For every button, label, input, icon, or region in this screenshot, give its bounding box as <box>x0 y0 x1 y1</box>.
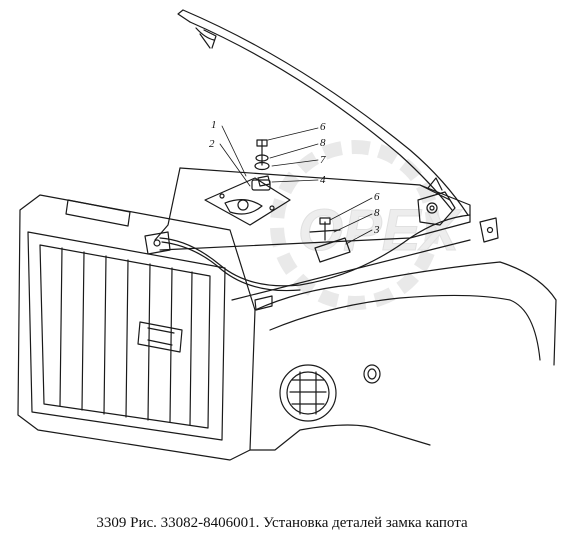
callout-4: 4 <box>320 174 326 186</box>
callout-1: 1 <box>211 119 217 131</box>
safety-catch-bracket <box>309 217 351 263</box>
right-fender <box>249 261 557 451</box>
callout-leaders <box>219 125 373 245</box>
gaz-badge <box>137 321 183 353</box>
bolt-washer-stack <box>254 139 271 187</box>
radiator-grille <box>17 194 256 461</box>
side-marker-lamp <box>363 364 381 384</box>
release-cable <box>159 214 471 292</box>
headlight <box>279 364 337 422</box>
hood-panel <box>177 9 469 216</box>
hood-latch-right <box>417 177 499 243</box>
callout-7: 7 <box>320 154 326 166</box>
figure-caption: 3309 Рис. 33082-8406001. Установка детал… <box>96 515 468 531</box>
callout-labels: 1 2 6 8 7 4 6 8 3 <box>209 119 380 236</box>
callout-3: 3 <box>373 224 380 236</box>
callout-8-top: 8 <box>320 137 326 149</box>
cable-clip <box>144 231 273 311</box>
callout-6-lower: 6 <box>374 191 380 203</box>
callout-6-top: 6 <box>320 121 326 133</box>
callout-8-lower: 8 <box>374 207 380 219</box>
hood-lock-plate <box>204 177 291 226</box>
callout-2: 2 <box>209 138 215 150</box>
